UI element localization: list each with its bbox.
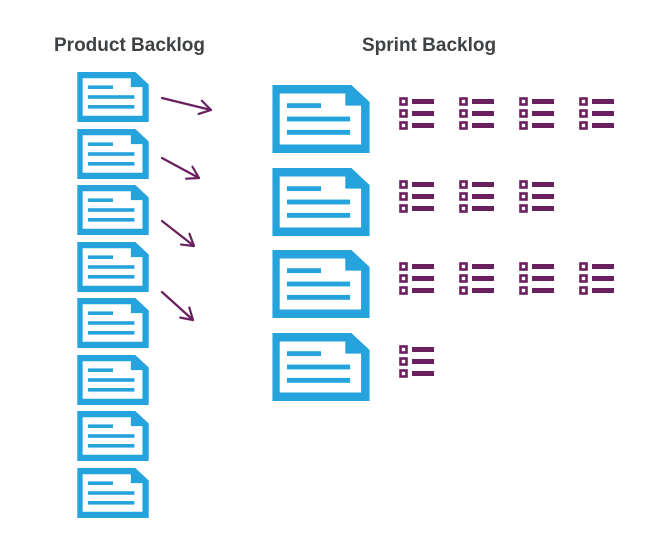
sprint-story (272, 85, 370, 158)
checklist-icon (459, 262, 494, 295)
document-icon (77, 298, 149, 348)
document-icon (77, 128, 149, 179)
document-icon (77, 467, 149, 518)
sprint-task (459, 261, 495, 300)
checklist-icon (399, 97, 434, 130)
checklist-icon (579, 262, 614, 295)
sprint-task (399, 179, 435, 218)
document-icon (77, 241, 149, 292)
document-icon (77, 354, 149, 405)
document-icon (272, 333, 370, 401)
document-icon (77, 72, 149, 122)
sprint-task (579, 96, 615, 135)
checklist-icon (399, 262, 434, 295)
sprint-story (272, 333, 370, 406)
sprint-task (399, 344, 435, 383)
product-backlog-item (73, 298, 153, 353)
arrow-icon (160, 290, 195, 322)
sprint-task (459, 96, 495, 135)
product-backlog-item (73, 72, 153, 127)
sprint-task (399, 96, 435, 135)
sprint-task (519, 261, 555, 300)
sprint-task (459, 179, 495, 218)
document-icon (272, 85, 370, 153)
checklist-icon (579, 97, 614, 130)
checklist-icon (459, 180, 494, 213)
sprint-task (579, 261, 615, 300)
checklist-icon (399, 180, 434, 213)
document-icon (272, 250, 370, 318)
arrow-icon (160, 219, 196, 248)
product-backlog-item (73, 128, 153, 184)
product-backlog-title: Product Backlog (54, 35, 205, 56)
checklist-icon (519, 180, 554, 213)
product-backlog-item (73, 467, 153, 523)
sprint-task (399, 261, 435, 300)
document-icon (77, 185, 149, 235)
arrow-icon (160, 96, 213, 116)
product-backlog-item (73, 241, 153, 297)
product-backlog-item (73, 354, 153, 410)
checklist-icon (459, 97, 494, 130)
checklist-icon (399, 345, 434, 378)
sprint-story (272, 168, 370, 241)
checklist-icon (519, 262, 554, 295)
document-icon (272, 168, 370, 236)
sprint-task (519, 179, 555, 218)
sprint-backlog-title: Sprint Backlog (362, 35, 497, 56)
sprint-task (519, 96, 555, 135)
checklist-icon (519, 97, 554, 130)
sprint-story (272, 250, 370, 323)
arrow-icon (160, 156, 201, 180)
product-backlog-item (73, 185, 153, 240)
document-icon (77, 411, 149, 461)
product-backlog-item (73, 411, 153, 466)
